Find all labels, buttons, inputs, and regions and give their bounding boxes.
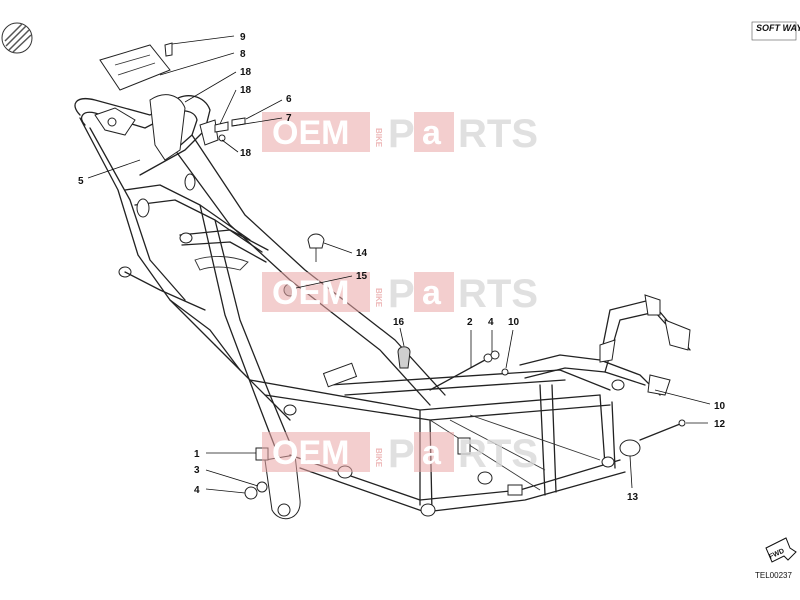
watermark-parts-a: a [422, 434, 442, 472]
watermark-parts-p: P [388, 432, 415, 476]
corner-badge-icon [1, 22, 33, 54]
watermark-bottom: OEM BIKE P a RTS [262, 432, 538, 476]
callout-9[interactable]: 9 [240, 32, 246, 43]
callouts: 9 8 18 18 6 7 18 5 14 15 16 2 4 [78, 32, 726, 503]
callout-18-bottom[interactable]: 18 [240, 148, 252, 159]
callout-17[interactable]: 16 [393, 317, 405, 328]
callout-3[interactable]: 3 [194, 465, 200, 476]
callout-14[interactable]: 18 [240, 67, 252, 78]
callout-16[interactable]: 15 [356, 271, 368, 282]
softway-logo-text: SOFT WAY [756, 23, 800, 33]
callout-8[interactable]: 8 [240, 49, 246, 60]
watermark-parts-p: P [388, 272, 415, 316]
callout-7[interactable]: 7 [286, 113, 292, 124]
watermark-bike: BIKE [374, 128, 383, 148]
watermark-parts-rts: RTS [458, 432, 538, 476]
callout-4-right[interactable]: 4 [488, 317, 494, 328]
callout-15[interactable]: 14 [356, 248, 368, 259]
callout-6[interactable]: 6 [286, 94, 292, 105]
callout-4-left[interactable]: 4 [194, 485, 200, 496]
drawing-code: TEL00237 [755, 571, 792, 580]
callout-13[interactable]: 13 [627, 492, 639, 503]
forward-arrow-icon: FWD [765, 537, 797, 563]
watermark-parts-rts: RTS [458, 272, 538, 316]
callout-12[interactable]: 12 [714, 419, 726, 430]
watermark-parts-a: a [422, 114, 442, 152]
softway-logo: SOFT WAY [751, 21, 800, 41]
watermark-parts-rts: RTS [458, 112, 538, 156]
callout-18-top[interactable]: 18 [240, 85, 252, 96]
callout-5[interactable]: 5 [78, 176, 84, 187]
watermark-oem: OEM [272, 434, 349, 472]
callout-10[interactable]: 10 [714, 401, 726, 412]
watermark-parts-p: P [388, 112, 415, 156]
callout-11[interactable]: 10 [508, 317, 520, 328]
watermark-oem: OEM [272, 114, 349, 152]
watermark-bike: BIKE [374, 288, 383, 308]
watermark-parts-a: a [422, 274, 442, 312]
watermark-middle: OEM BIKE P a RTS [262, 272, 538, 316]
watermark-oem: OEM [272, 274, 349, 312]
callout-1[interactable]: 1 [194, 449, 200, 460]
watermark-bike: BIKE [374, 448, 383, 468]
callout-2[interactable]: 2 [467, 317, 473, 328]
watermark-top: OEM BIKE P a RTS [262, 112, 538, 156]
